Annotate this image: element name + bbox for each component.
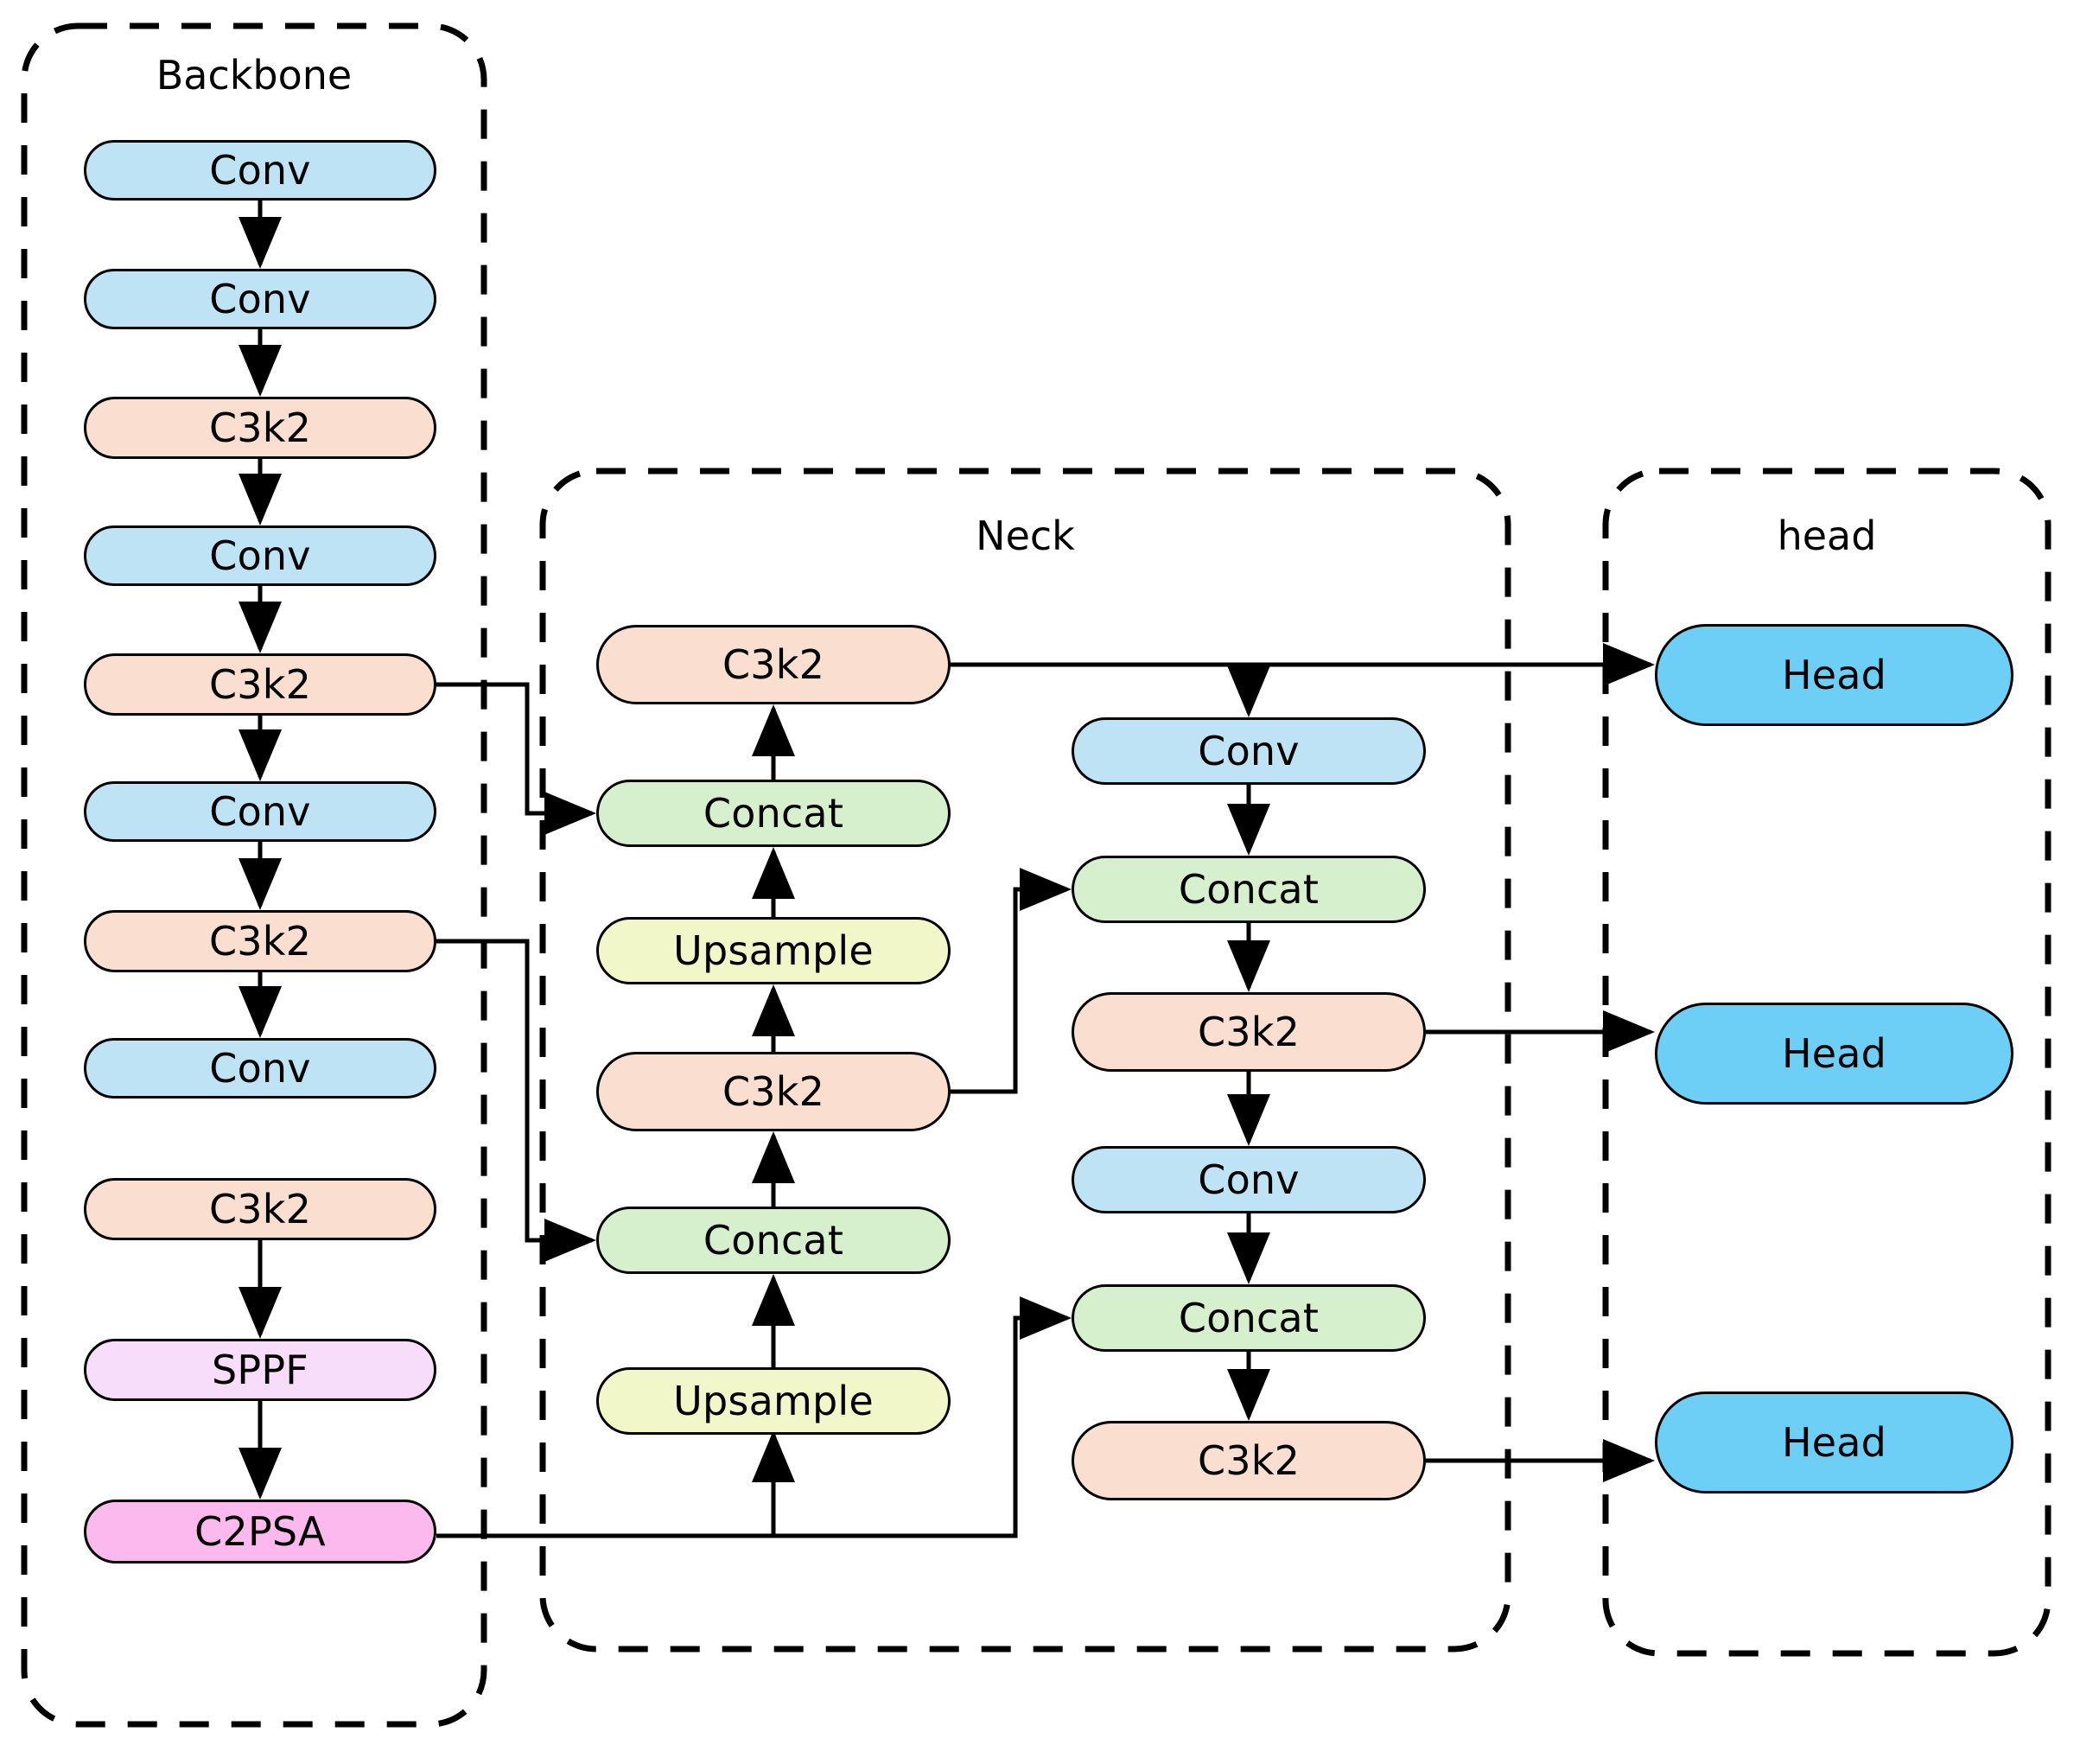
node-backbone-conv-5[interactable]: Conv [84, 1038, 436, 1099]
node-neck-concat-4[interactable]: Concat [1072, 1284, 1426, 1352]
node-neck-c3k2-p4[interactable]: C3k2 [1072, 992, 1426, 1072]
node-backbone-c3k2-2[interactable]: C3k2 [84, 653, 436, 716]
node-neck-conv-1[interactable]: Conv [1072, 717, 1426, 785]
node-backbone-conv-4[interactable]: Conv [84, 781, 436, 842]
node-backbone-conv-1[interactable]: Conv [84, 140, 436, 201]
node-neck-c3k2-p5[interactable]: C3k2 [1072, 1421, 1426, 1500]
node-neck-concat-2[interactable]: Concat [596, 1207, 951, 1274]
node-neck-upsample-2[interactable]: Upsample [596, 1367, 951, 1435]
group-head-border [1602, 468, 2051, 1657]
group-title-neck: Neck [976, 513, 1075, 559]
node-neck-concat-1[interactable]: Concat [596, 780, 951, 847]
group-title-backbone: Backbone [156, 52, 353, 99]
group-neck-border [539, 468, 1511, 1653]
node-head-1[interactable]: Head [1655, 624, 2013, 726]
node-backbone-c2psa[interactable]: C2PSA [84, 1500, 436, 1563]
node-neck-concat-3[interactable]: Concat [1072, 856, 1426, 923]
node-neck-c3k2-top[interactable]: C3k2 [596, 625, 951, 704]
node-head-2[interactable]: Head [1655, 1003, 2013, 1105]
node-backbone-sppf[interactable]: SPPF [84, 1339, 436, 1401]
node-backbone-conv-3[interactable]: Conv [84, 525, 436, 586]
node-neck-c3k2-mid[interactable]: C3k2 [596, 1052, 951, 1131]
edge-c3k2mid-concat3 [951, 868, 1072, 1094]
node-neck-upsample-1[interactable]: Upsample [596, 917, 951, 984]
group-title-head: head [1777, 513, 1877, 559]
node-head-3[interactable]: Head [1655, 1391, 2013, 1493]
edge-bbc3k2b-concat1 [436, 682, 596, 835]
node-neck-conv-2[interactable]: Conv [1072, 1146, 1426, 1213]
node-backbone-c3k2-1[interactable]: C3k2 [84, 397, 436, 459]
node-backbone-conv-2[interactable]: Conv [84, 269, 436, 329]
node-backbone-c3k2-3[interactable]: C3k2 [84, 910, 436, 972]
edge-bbc3k2c-concat2 [436, 939, 596, 1262]
node-backbone-c3k2-4[interactable]: C3k2 [84, 1178, 436, 1240]
edge-c2psa-concat4 [436, 1296, 1072, 1538]
group-backbone-border [21, 22, 487, 1728]
